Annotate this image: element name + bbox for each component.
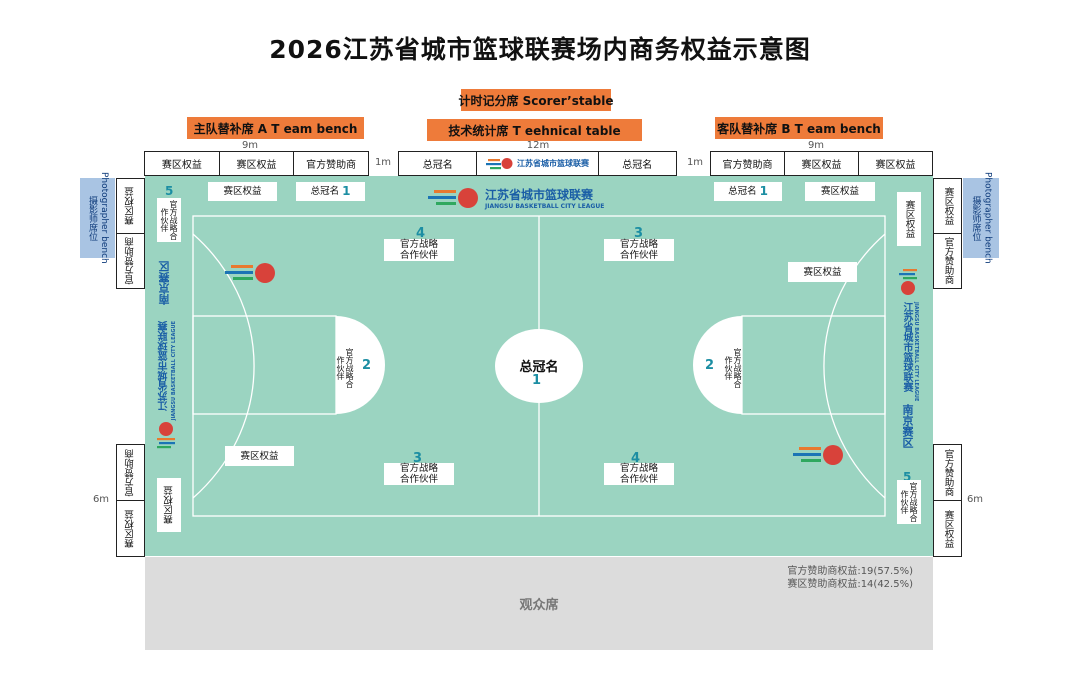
top-center-boxes: 总冠名 江苏省城市篮球联赛 总冠名 <box>398 151 677 176</box>
box-official-sponsor: 官方赞助商 <box>711 152 785 175</box>
box-sai-qu: 赛区权益 <box>875 160 916 171</box>
box-sai-qu: 赛区权益 <box>785 152 859 175</box>
scorer-table-label: 计时记分席 Scorer’stable <box>458 89 614 111</box>
logo-en-text: JIANGSU BASKETBALL CITY LEAGUE <box>171 321 177 421</box>
audience-area: 观众席 <box>145 557 933 650</box>
dim-12m: 12m <box>526 140 550 151</box>
box-title-sponsor: 总冠名 <box>622 160 653 171</box>
division-text: 南京赛区 <box>158 261 171 305</box>
logo-cn-text: 江苏省城市篮球联赛 <box>517 159 589 168</box>
box-sai-qu: 赛区权益 <box>942 509 954 548</box>
box-sai-qu: 赛区权益 <box>124 187 136 225</box>
box-official-sponsor: 官方赞助商 <box>124 448 136 497</box>
number-1: 1 <box>532 373 542 388</box>
league-logo-icon <box>225 263 275 283</box>
box-strategic-partner: 官方战略合作伙伴 <box>384 463 454 485</box>
basketball-court: 江苏省城市篮球联赛 JIANGSU BASKETBALL CITY LEAGUE… <box>145 176 933 556</box>
right-top-side-boxes: 赛区权益 官方赞助商 <box>933 178 962 289</box>
logo-en-text: JIANGSU BASKETBALL CITY LEAGUE <box>913 302 919 402</box>
right-side-logo: 江苏省城市篮球联赛 JIANGSU BASKETBALL CITY LEAGUE… <box>895 266 925 536</box>
right-bottom-side-boxes: 官方赞助商 赛区权益 <box>933 444 962 557</box>
box-strategic-partner-vertical: 官方战略合作伙伴 <box>724 348 742 388</box>
number-4: 4 <box>631 451 641 466</box>
league-logo-icon <box>486 158 513 170</box>
photographer-label: 摄影师席位 <box>87 195 97 241</box>
box-title-sponsor: 总冠名 <box>399 152 478 175</box>
left-bottom-side-boxes: 官方赞助商 赛区权益 <box>116 444 145 557</box>
dim-6m-right: 6m <box>966 494 984 505</box>
number-5: 5 <box>903 470 912 484</box>
box-sai-qu: 赛区权益 <box>225 446 294 466</box>
photographer-label-en: Photographer bench <box>982 172 993 264</box>
photographer-bench-right: 摄影师席位 Photographer bench <box>963 172 999 264</box>
number-5: 5 <box>165 184 174 198</box>
top-center-logo: 江苏省城市篮球联赛 <box>477 152 599 175</box>
logo-cn-text: 江苏省城市篮球联赛 <box>159 321 170 411</box>
dim-6m-left: 6m <box>92 494 110 505</box>
division-sponsor-stat: 赛区赞助商权益:14(42.5%) <box>787 579 913 590</box>
box-sai-qu-vertical: 赛区权益 <box>897 192 921 246</box>
left-top-side-boxes: 赛区权益 官方赞助商 <box>116 178 145 289</box>
left-side-logo: 南京赛区 江苏省城市篮球联赛 JIANGSU BASKETBALL CITY L… <box>155 261 181 531</box>
league-logo-icon <box>157 422 175 449</box>
top-right-boxes: 官方赞助商 赛区权益 赛区权益 <box>710 151 933 176</box>
box-sai-qu: 赛区权益 <box>145 152 220 175</box>
box-sai-qu: 赛区权益 <box>942 187 954 225</box>
box-strategic-partner: 官方战略合作伙伴 <box>604 463 674 485</box>
dim-1m-right: 1m <box>686 157 704 168</box>
number-3: 3 <box>413 451 423 466</box>
league-logo-icon <box>793 445 843 465</box>
league-logo-icon <box>428 188 478 208</box>
court-lines <box>192 215 886 517</box>
court-top-logo: 江苏省城市篮球联赛 JIANGSU BASKETBALL CITY LEAGUE <box>428 186 604 210</box>
dim-9m-right: 9m <box>807 140 825 151</box>
number-4: 4 <box>416 226 426 241</box>
box-strategic-partner-vertical: 官方战略合作伙伴 <box>336 348 354 388</box>
box-official-sponsor: 官方赞助商 <box>942 448 954 497</box>
box-sai-qu: 赛区权益 <box>220 152 295 175</box>
logo-cn-text: 江苏省城市篮球联赛 <box>485 188 594 202</box>
photographer-label-en: Photographer bench <box>99 172 109 264</box>
box-sai-qu: 赛区权益 <box>124 509 136 548</box>
center-title-sponsor: 总冠名 <box>519 360 559 375</box>
box-strategic-partner: 官方战略合作伙伴 <box>384 239 454 261</box>
box-sai-qu-vertical: 赛区权益 <box>157 478 181 532</box>
dim-1m-left: 1m <box>374 157 392 168</box>
box-sai-qu: 赛区权益 <box>208 182 277 201</box>
technical-table-label: 技术统计席 T eehnical table <box>427 119 642 141</box>
home-bench-label: 主队替补席 A T eam bench <box>187 117 364 139</box>
box-sai-qu: 赛区权益 <box>805 182 875 201</box>
box-official-sponsor: 官方赞助商 <box>124 237 136 285</box>
box-strategic-partner-vertical: 官方战略合作伙伴 <box>157 198 181 242</box>
box-official-sponsor: 官方赞助商 <box>942 237 954 285</box>
number-3: 3 <box>634 226 644 241</box>
logo-cn-text: 江苏省城市篮球联赛 <box>901 302 912 392</box>
logo-en-text: JIANGSU BASKETBALL CITY LEAGUE <box>485 203 605 210</box>
away-bench-label: 客队替补席 B T eam bench <box>715 117 883 139</box>
box-sai-qu: 赛区权益 <box>788 262 857 282</box>
number-2: 2 <box>705 358 715 373</box>
top-left-boxes: 赛区权益 赛区权益 官方赞助商 <box>144 151 369 176</box>
photographer-bench-left: 摄影师席位 Photographer bench <box>80 172 115 264</box>
division-text: 南京赛区 <box>901 404 914 448</box>
box-strategic-partner: 官方战略合作伙伴 <box>604 239 674 261</box>
league-logo-icon <box>899 269 917 295</box>
page-title: 2026江苏省城市篮球联赛场内商务权益示意图 <box>269 35 811 64</box>
dim-9m-left: 9m <box>241 140 259 151</box>
box-official-sponsor: 官方赞助商 <box>306 160 357 171</box>
sponsor-stats: 官方赞助商权益:19(57.5%) 赛区赞助商权益:14(42.5%) <box>700 565 913 591</box>
official-sponsor-stat: 官方赞助商权益:19(57.5%) <box>787 566 913 577</box>
box-strategic-partner-vertical: 官方战略合作伙伴 <box>897 480 921 524</box>
number-2: 2 <box>362 358 372 373</box>
photographer-label: 摄影师席位 <box>970 195 981 241</box>
